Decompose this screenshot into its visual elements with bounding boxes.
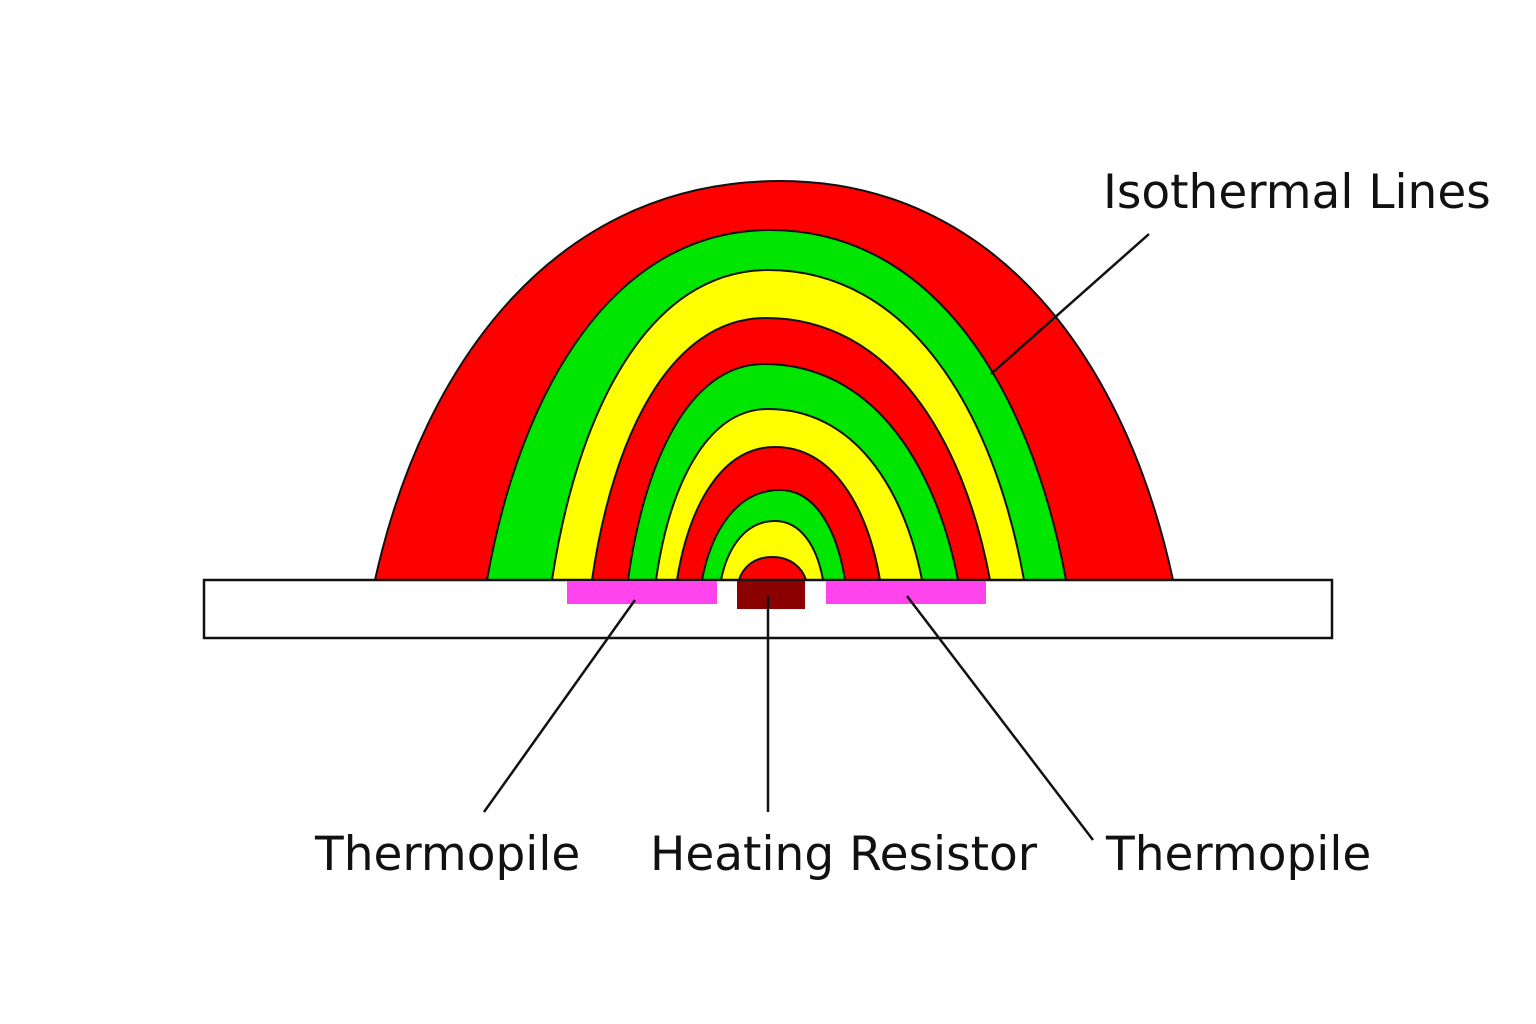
- thermopile-left-label: Thermopile: [314, 827, 580, 882]
- isothermal-lines: [374, 180, 1174, 581]
- heating-resistor: [737, 581, 805, 609]
- thermopile-right: [826, 581, 986, 604]
- isothermal-lines-leader: [990, 233, 1150, 375]
- isotherm-band: [738, 556, 807, 581]
- thermopile-left-leader: [482, 599, 637, 813]
- heating-resistor-label: Heating Resistor: [650, 827, 1038, 882]
- thermopile-right-leader: [906, 595, 1094, 841]
- thermopile-right-label: Thermopile: [1105, 827, 1371, 882]
- isothermal-lines-label: Isothermal Lines: [1103, 165, 1491, 220]
- thermopile-left: [567, 581, 717, 604]
